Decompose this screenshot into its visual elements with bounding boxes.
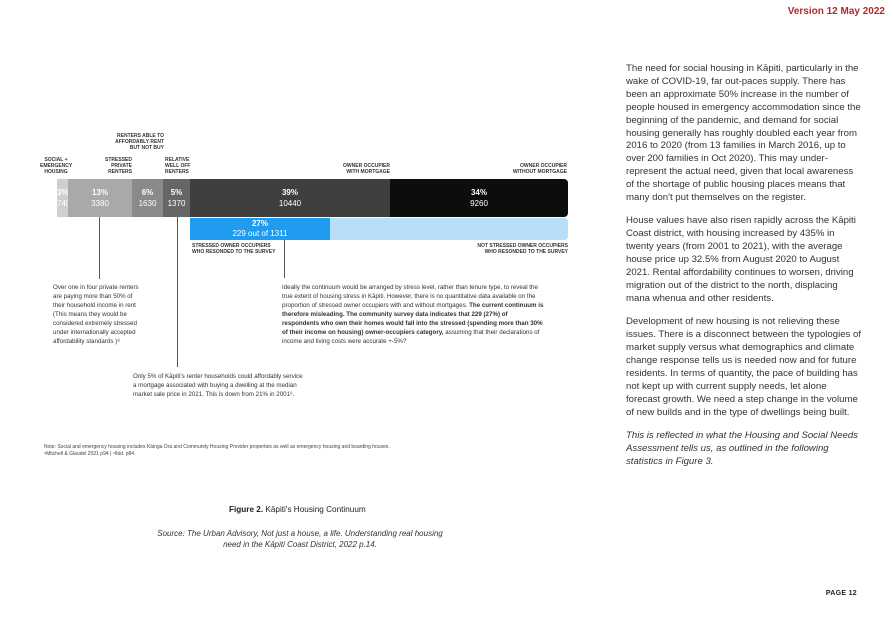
segment-owner-mortgage: 39%10440 bbox=[190, 179, 390, 217]
stressed-respondents-bar: 27% 229 out of 1311 bbox=[190, 218, 330, 240]
paragraph-reflection: This is reflected in what the Housing an… bbox=[626, 430, 858, 467]
segment-relative-renters: 5%1370 bbox=[163, 179, 190, 217]
not-stressed-respondents-bar bbox=[330, 218, 568, 240]
figure-source: Source: The Urban Advisory, Not just a h… bbox=[157, 529, 443, 549]
segment-owner-no-mortgage: 34%9260 bbox=[390, 179, 568, 217]
paragraph-development: Development of new housing is not reliev… bbox=[626, 316, 862, 418]
footnote: Note: Social and emergency housing inclu… bbox=[44, 444, 390, 457]
page-number: PAGE 12 bbox=[825, 590, 857, 597]
paragraph-house-values: House values have also risen rapidly acr… bbox=[626, 215, 856, 304]
category-relative-renters: RELATIVE WELL OFF RENTERS bbox=[165, 157, 191, 175]
category-owner-no-mortgage: OWNER OCCUPIER WITHOUT MORTGAGE bbox=[512, 163, 567, 175]
label-stressed-respondents: STRESSED OWNER OCCUPIERS WHO RESONDED TO… bbox=[192, 243, 276, 255]
category-renters-able: RENTERS ABLE TO AFFORDABLY RENT BUT NOT … bbox=[115, 133, 164, 151]
annotation-renters: Over one in four private renters are pay… bbox=[53, 284, 139, 345]
connector-respondents bbox=[284, 240, 285, 278]
version-label: Version 12 May 2022 bbox=[787, 6, 885, 17]
paragraph-social-housing: The need for social housing in Kāpiti, p… bbox=[626, 63, 861, 204]
segment-social-housing: 3%740 bbox=[57, 179, 70, 217]
body-text-column: The need for social housing in Kāpiti, p… bbox=[626, 63, 862, 479]
connector-renters bbox=[99, 217, 100, 279]
label-not-stressed-respondents: NOT STRESSED OWNER OCCUPIERS WHO RESONDE… bbox=[477, 243, 568, 255]
connector-relative bbox=[177, 217, 178, 367]
segment-renters-able: 6%1630 bbox=[132, 179, 163, 217]
category-owner-mortgage: OWNER OCCUPIER WITH MORTGAGE bbox=[343, 163, 390, 175]
figure-caption: Figure 2. Kāpiti's Housing Continuum bbox=[229, 505, 366, 514]
category-social-housing: SOCIAL + EMERGENCY HOUSING bbox=[40, 157, 73, 175]
annotation-continuum: Ideally the continuum would be arranged … bbox=[282, 284, 544, 345]
annotation-only-five-percent: Only 5% of Kāpiti's renter households co… bbox=[133, 373, 303, 398]
segment-stressed-renters: 13%3380 bbox=[68, 179, 132, 217]
category-stressed-renters: STRESSED PRIVATE RENTERS bbox=[105, 157, 132, 175]
